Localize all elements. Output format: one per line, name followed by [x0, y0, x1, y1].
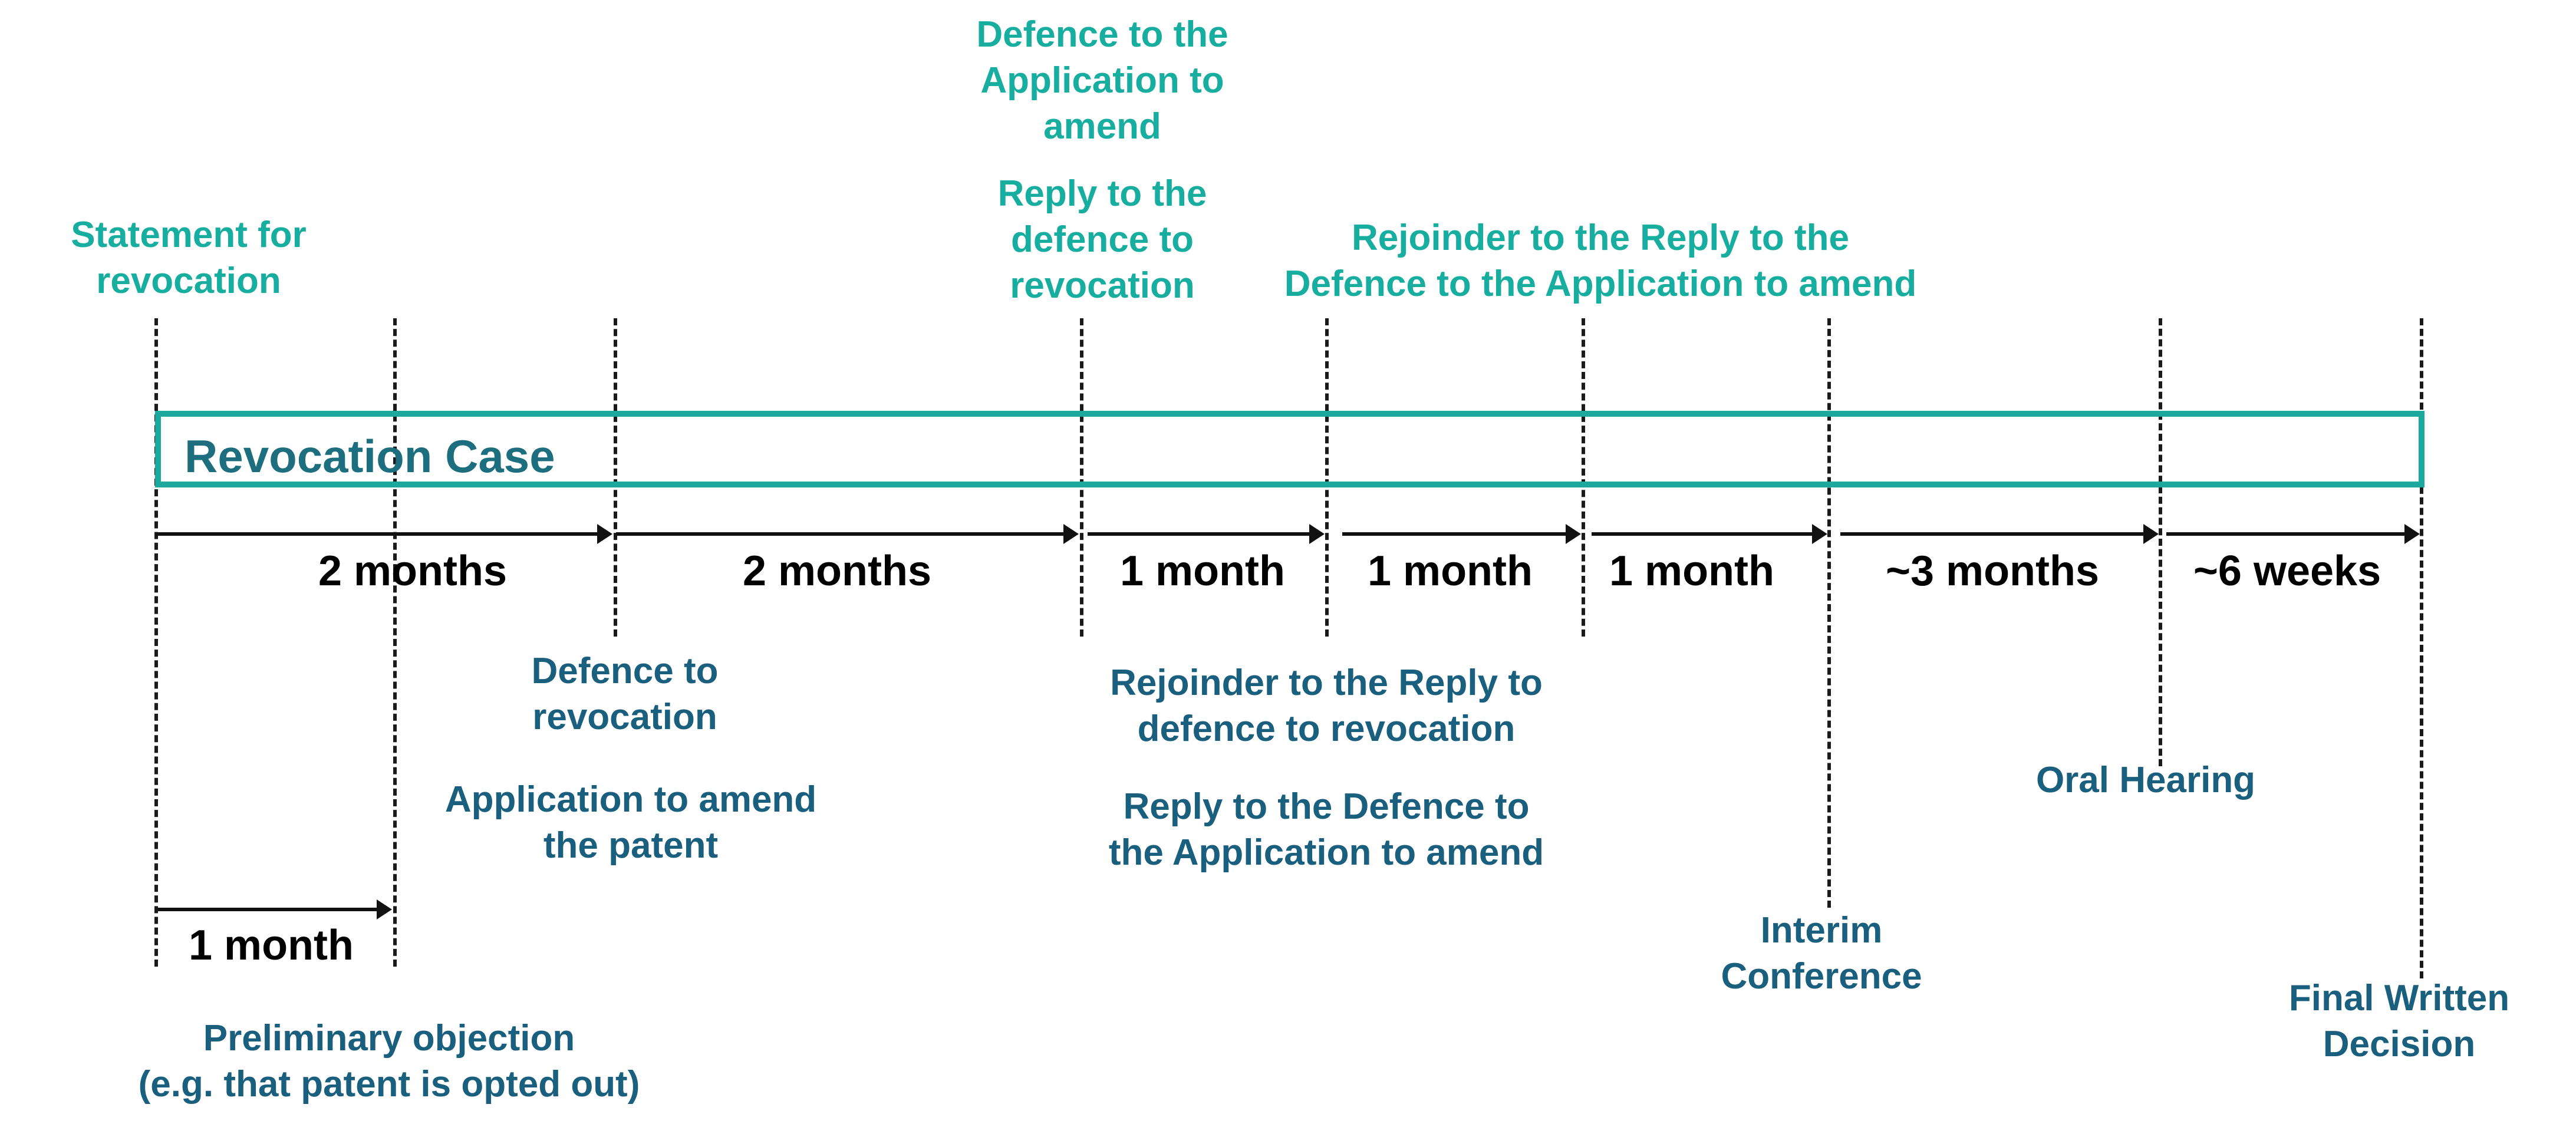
- duration-arrow-5: [1592, 524, 1827, 544]
- duration-arrow-4: [1342, 524, 1581, 544]
- label-final-written-decision: Final Written Decision: [2288, 978, 2510, 1064]
- label-rejoinder-to-reply-to-defence-amend: Rejoinder to the Reply to the Defence to…: [1284, 217, 1917, 304]
- milestone-line-statement: [154, 318, 158, 967]
- duration-label-5: 1 month: [1609, 548, 1774, 595]
- case-title: Revocation Case: [185, 430, 555, 482]
- milestone-line-oral-hearing: [2159, 318, 2162, 766]
- label-application-to-amend-patent: Application to amend the patent: [444, 779, 817, 866]
- milestone-line-interim: [1827, 318, 1831, 908]
- revocation-case-box: Revocation Case: [155, 411, 2425, 487]
- duration-label-3: 1 month: [1120, 548, 1285, 595]
- duration-label-1: 2 months: [318, 548, 508, 595]
- milestone-line-final: [2420, 318, 2423, 978]
- duration-label-2: 2 months: [742, 548, 932, 595]
- duration-arrow-7: [2166, 524, 2420, 544]
- duration-arrow-1: [156, 524, 612, 544]
- milestone-line-reply: [1080, 318, 1083, 637]
- duration-arrow-6: [1840, 524, 2159, 544]
- label-defence-to-revocation: Defence to revocation: [531, 651, 719, 737]
- label-interim-conference: Interim Conference: [1721, 910, 1922, 997]
- duration-label-7: ~6 weeks: [2193, 548, 2381, 595]
- milestone-line-rejoinder-amend: [1582, 318, 1585, 637]
- duration-label-4: 1 month: [1368, 548, 1533, 595]
- label-statement-for-revocation: Statement for revocation: [71, 215, 307, 301]
- duration-arrow-2: [616, 524, 1079, 544]
- label-preliminary-objection: Preliminary objection (e.g. that patent …: [138, 1018, 640, 1105]
- duration-label-prelim: 1 month: [189, 922, 354, 969]
- label-reply-to-defence-application-amend: Reply to the Defence to the Application …: [1108, 786, 1544, 873]
- milestone-line-rejoinder-reply: [1325, 318, 1329, 637]
- milestone-line-defence: [614, 318, 617, 637]
- label-oral-hearing: Oral Hearing: [2035, 760, 2256, 800]
- duration-arrow-prelim: [158, 899, 392, 919]
- label-reply-to-defence-to-revocation: Reply to the defence to revocation: [997, 173, 1207, 306]
- label-rejoinder-to-reply-defence-revocation: Rejoinder to the Reply to defence to rev…: [1110, 662, 1543, 749]
- milestone-line-preliminary: [393, 318, 397, 967]
- label-defence-to-application-to-amend: Defence to the Application to amend: [976, 14, 1228, 147]
- duration-label-6: ~3 months: [1885, 548, 2100, 595]
- duration-arrow-3: [1088, 524, 1325, 544]
